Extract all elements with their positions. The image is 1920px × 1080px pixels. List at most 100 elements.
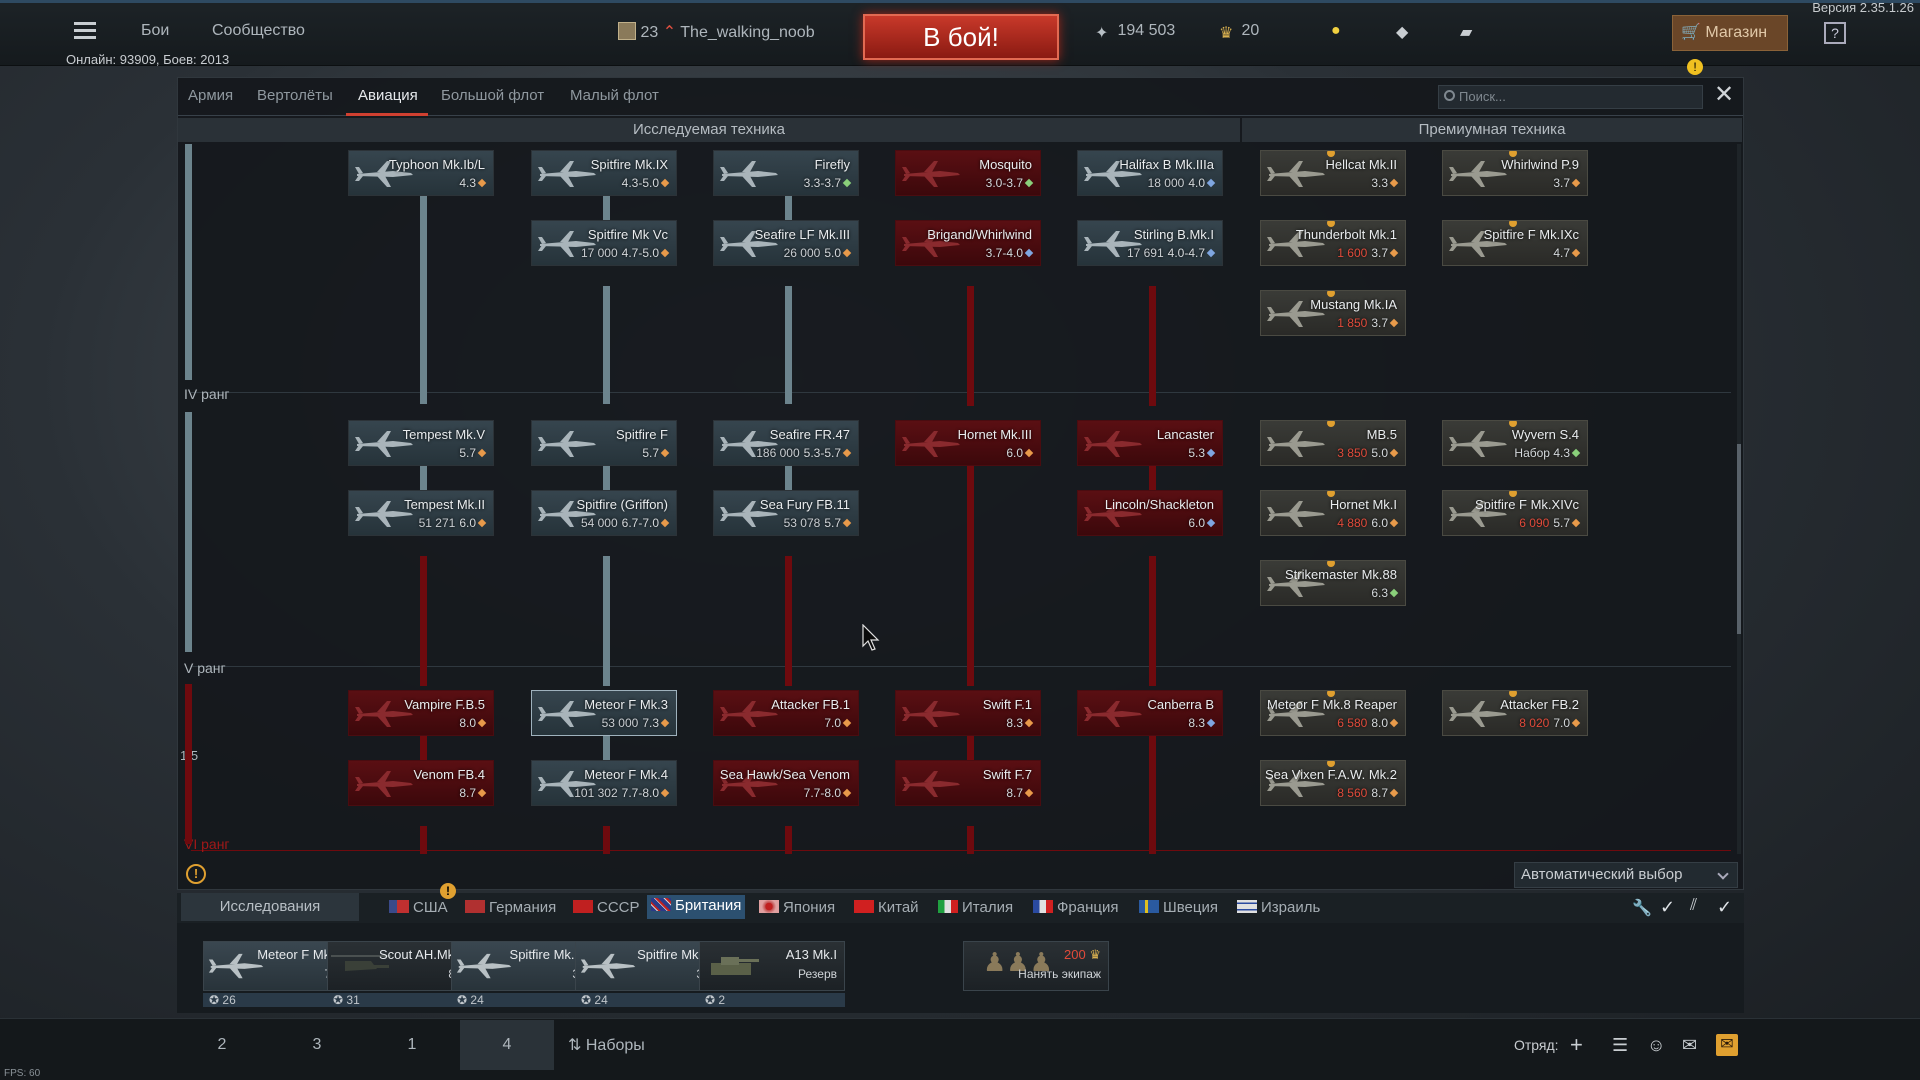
tree-connector <box>603 826 610 854</box>
add-squad-icon[interactable]: + <box>1570 1032 1583 1057</box>
preset-tab[interactable]: 1 <box>407 1036 417 1053</box>
crew-slot[interactable]: Meteor F Mk.37.3✪ 26 <box>203 941 349 1009</box>
crew-slot[interactable]: Spitfire Mk.IIa3.0✪ 24 <box>451 941 597 1009</box>
sets-button[interactable]: ⇅ Наборы <box>568 1037 645 1054</box>
player-info[interactable]: 23 ⌃ The_walking_noob <box>618 22 815 42</box>
menu-icon[interactable] <box>74 22 96 40</box>
nation-usa[interactable]: США <box>389 899 448 916</box>
warning-icon[interactable]: ! <box>186 864 206 884</box>
tab-bluewater-fleet[interactable]: Большой флот <box>441 87 545 104</box>
vehicle-class-icon <box>1571 248 1581 258</box>
search-input[interactable]: Поиск... <box>1438 85 1703 109</box>
hire-crew-slot[interactable]: ♟♟♟ 200 ♛ Нанять экипаж <box>963 941 1109 1009</box>
tab-helicopters[interactable]: Вертолёты <box>257 87 333 104</box>
repair-icon[interactable]: 🔧 <box>1632 900 1652 917</box>
auto-select-dropdown[interactable]: Автоматический выбор <box>1514 862 1738 888</box>
preset-tab-active[interactable]: 4 <box>460 1020 554 1070</box>
tech-tree[interactable]: IV ранг V ранг VI ранг 1/5 Typhoon Mk.Ib… <box>178 144 1743 854</box>
to-battle-button[interactable]: В бой! <box>863 14 1059 60</box>
hire-crew-card[interactable] <box>963 941 1109 991</box>
nation-germany[interactable]: Германия <box>465 899 556 916</box>
close-button[interactable]: ✕ <box>1713 83 1735 107</box>
preset-tab[interactable]: 3 <box>312 1036 322 1053</box>
help-button[interactable]: ? <box>1824 22 1846 44</box>
nation-ussr[interactable]: СССР <box>573 899 640 916</box>
contacts-icon[interactable]: ☺ <box>1647 1035 1666 1055</box>
crew-slot[interactable]: Scout AH.Mk.18.3✪ 31 <box>327 941 473 1009</box>
research-tab[interactable]: Исследования <box>181 893 359 921</box>
tab-coastal-fleet[interactable]: Малый флот <box>570 87 659 104</box>
nation-sweden[interactable]: Швеция <box>1139 899 1218 916</box>
list-icon[interactable]: ☰ <box>1612 1035 1629 1055</box>
coupon-icon[interactable]: ▰ <box>1460 24 1473 41</box>
mail-icon[interactable]: ✉ <box>1716 1034 1738 1056</box>
lightbulb-icon[interactable]: ● <box>1331 22 1341 39</box>
tab-aviation[interactable]: Авиация <box>358 87 418 104</box>
nation-israel[interactable]: Израиль <box>1237 899 1320 916</box>
nation-japan[interactable]: Япония <box>759 899 835 916</box>
checkmark-icon[interactable]: ✓ <box>1660 897 1676 917</box>
nation-britain[interactable]: Британия <box>647 895 746 919</box>
menu-battles[interactable]: Бои <box>141 22 170 39</box>
silver-lions[interactable]: ✦ 194 503 <box>1095 22 1175 42</box>
decals-icon[interactable]: ◆ <box>1396 24 1409 41</box>
tab-army[interactable]: Армия <box>188 87 234 104</box>
tree-scrollbar[interactable] <box>1737 144 1741 854</box>
rank-separator <box>191 392 1731 393</box>
golden-eagles[interactable]: ♛ 20 <box>1219 22 1259 42</box>
shop-button[interactable]: 🛒 Магазин ! <box>1672 15 1788 75</box>
checkmark-icon[interactable]: ✓ <box>1717 897 1733 917</box>
menu-community[interactable]: Сообщество <box>212 22 305 39</box>
preset-tab[interactable]: 2 <box>217 1036 227 1053</box>
nation-france[interactable]: Франция <box>1033 899 1118 916</box>
vehicle-class-icon <box>1571 718 1581 728</box>
nation-italy[interactable]: Италия <box>938 899 1013 916</box>
nation-china[interactable]: Китай <box>854 899 919 916</box>
scrollbar-thumb[interactable] <box>1737 444 1741 634</box>
ammo-icon[interactable]: ⫽ <box>1690 897 1698 914</box>
chat-icon[interactable]: ✉ <box>1682 1035 1698 1055</box>
